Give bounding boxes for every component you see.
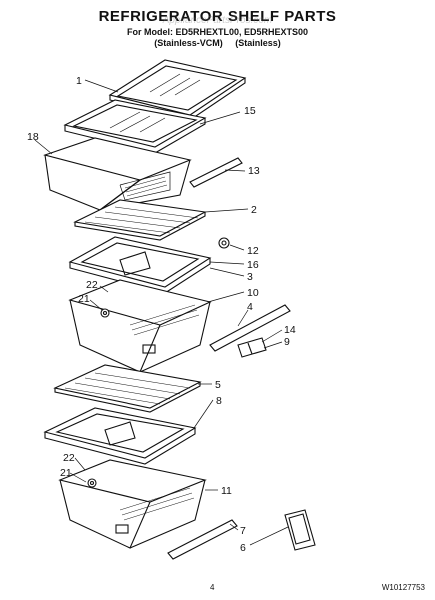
callout-2: 2 (251, 204, 257, 216)
callout-8: 8 (216, 395, 222, 407)
part-6-plate (284, 509, 316, 551)
callout-7: 7 (240, 525, 246, 537)
callout-14: 14 (284, 324, 296, 336)
part-11-crisper-pan (58, 459, 207, 549)
document-number: W10127753 (381, 583, 425, 592)
callout-11: 11 (221, 485, 232, 497)
callout-1: 1 (76, 75, 82, 87)
callout-22-lower: 22 (63, 452, 75, 464)
part-12-knob (218, 237, 230, 249)
part-18-crisper-pan (43, 137, 192, 211)
callout-21: 21 (78, 293, 90, 305)
part-4-rod (209, 304, 291, 352)
callout-22: 22 (86, 279, 98, 291)
part-21-screw (100, 308, 110, 318)
callout-21-lower: 21 (60, 467, 72, 479)
callout-labels: 1 15 18 13 2 12 16 3 22 21 10 4 14 9 5 8… (27, 75, 296, 554)
callout-12: 12 (247, 245, 259, 257)
callout-18: 18 (27, 131, 39, 143)
part-1-top-shelf (108, 59, 247, 121)
finish-subtitle: (Stainless-VCM) (Stainless) (154, 38, 281, 48)
callout-10: 10 (247, 287, 259, 299)
part-9-bracket (237, 337, 267, 358)
callout-6: 6 (240, 542, 246, 554)
part-2-shelf (73, 199, 207, 241)
part-8-cover-frame (43, 407, 197, 465)
part-10-crisper-pan (68, 279, 212, 373)
callout-9: 9 (284, 336, 290, 348)
part-7-rod (167, 519, 238, 560)
part-15-glass-shelf (63, 99, 207, 154)
part-13-rod (189, 157, 243, 188)
callout-5: 5 (215, 379, 221, 391)
model-subtitle: For Model: ED5RHEXTL00, ED5RHEXTS00 (126, 27, 309, 37)
callout-4: 4 (247, 301, 253, 313)
page-title: REFRIGERATOR SHELF PARTS (98, 8, 337, 25)
callout-16: 16 (247, 259, 259, 271)
part-5-shelf (53, 364, 202, 413)
page-number: 4 (210, 583, 215, 592)
part-21-screw-lower (87, 478, 97, 488)
watermark: AppliancePartsPros.com (162, 15, 273, 26)
callout-3: 3 (247, 271, 253, 283)
callout-13: 13 (248, 165, 260, 177)
callout-15: 15 (244, 105, 256, 117)
